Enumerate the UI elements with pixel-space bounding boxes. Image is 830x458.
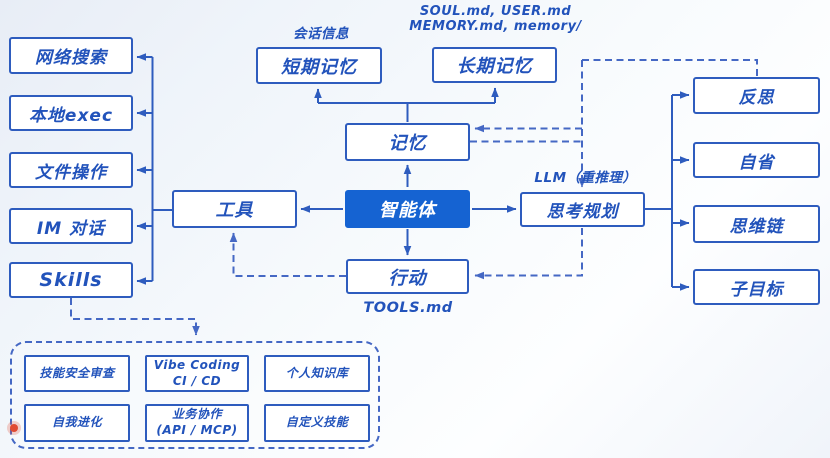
label-tools-file: TOOLS.md [363,300,453,316]
node-introspection: 自省 [693,142,820,178]
edge-reflection-elbow [582,59,758,76]
dashed-edges [70,59,758,336]
red-dot-indicator [10,424,18,432]
node-local-exec: 本地exec [9,95,133,131]
node-im-chat: IM 对话 [9,208,133,244]
node-subgoal: 子目标 [693,269,820,305]
node-skill-security-review: 技能安全审查 [24,355,130,392]
label-llm-reasoning: LLM（重推理） [534,170,637,186]
node-long-term-memory: 长期记忆 [432,47,557,83]
node-skills: Skills [9,262,133,298]
solid-edges [136,53,690,291]
node-custom-skill: 自定义技能 [264,404,370,442]
node-reflection: 反思 [693,77,820,114]
node-memory: 记忆 [345,123,470,161]
node-action: 行动 [346,259,469,294]
edge-action-to-tools [229,232,346,277]
label-memory-files: SOUL.md, USER.md MEMORY.md, memory/ [409,4,582,34]
node-personal-knowledge-base: 个人知识库 [264,355,370,392]
edge-planning-branch-trunk [645,95,673,287]
node-self-evolution: 自我进化 [24,404,130,442]
node-agent: 智能体 [345,190,470,228]
node-planning: 思考规划 [520,192,645,227]
node-short-term-memory: 短期记忆 [256,47,382,84]
node-file-ops: 文件操作 [9,152,133,188]
edge-skills-to-panel [70,298,200,336]
node-business-collab-api-mcp: 业务协作 (API / MCP) [145,404,249,442]
node-web-search: 网络搜索 [9,37,133,74]
node-chain-of-thought: 思维链 [693,205,820,243]
skills-panel: 技能安全审查 Vibe Coding CI / CD 个人知识库 自我进化 业务… [10,341,380,449]
label-session-info: 会话信息 [293,26,349,42]
edge-planning-to-action [474,228,583,280]
node-vibe-coding-ci-cd: Vibe Coding CI / CD [145,355,249,392]
node-tools: 工具 [172,190,297,228]
